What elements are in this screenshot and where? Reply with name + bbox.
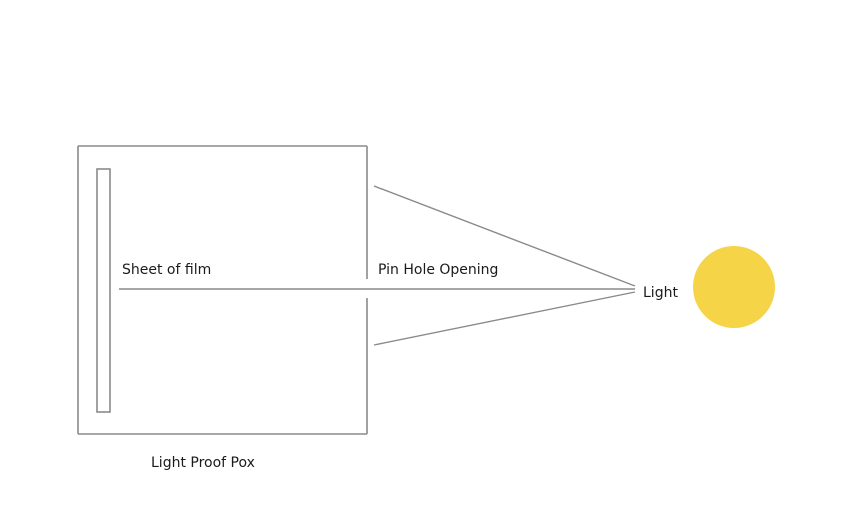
ray-lower	[373, 291, 636, 346]
light-proof-box	[77, 145, 368, 435]
ray-upper	[373, 185, 636, 287]
box-label: Light Proof Pox	[151, 455, 255, 471]
film-sheet	[96, 168, 111, 413]
light-label: Light	[643, 285, 678, 301]
film-label: Sheet of film	[122, 262, 211, 278]
sun-icon	[693, 246, 775, 328]
light-rays	[119, 185, 636, 346]
pinhole-label: Pin Hole Opening	[378, 262, 498, 278]
